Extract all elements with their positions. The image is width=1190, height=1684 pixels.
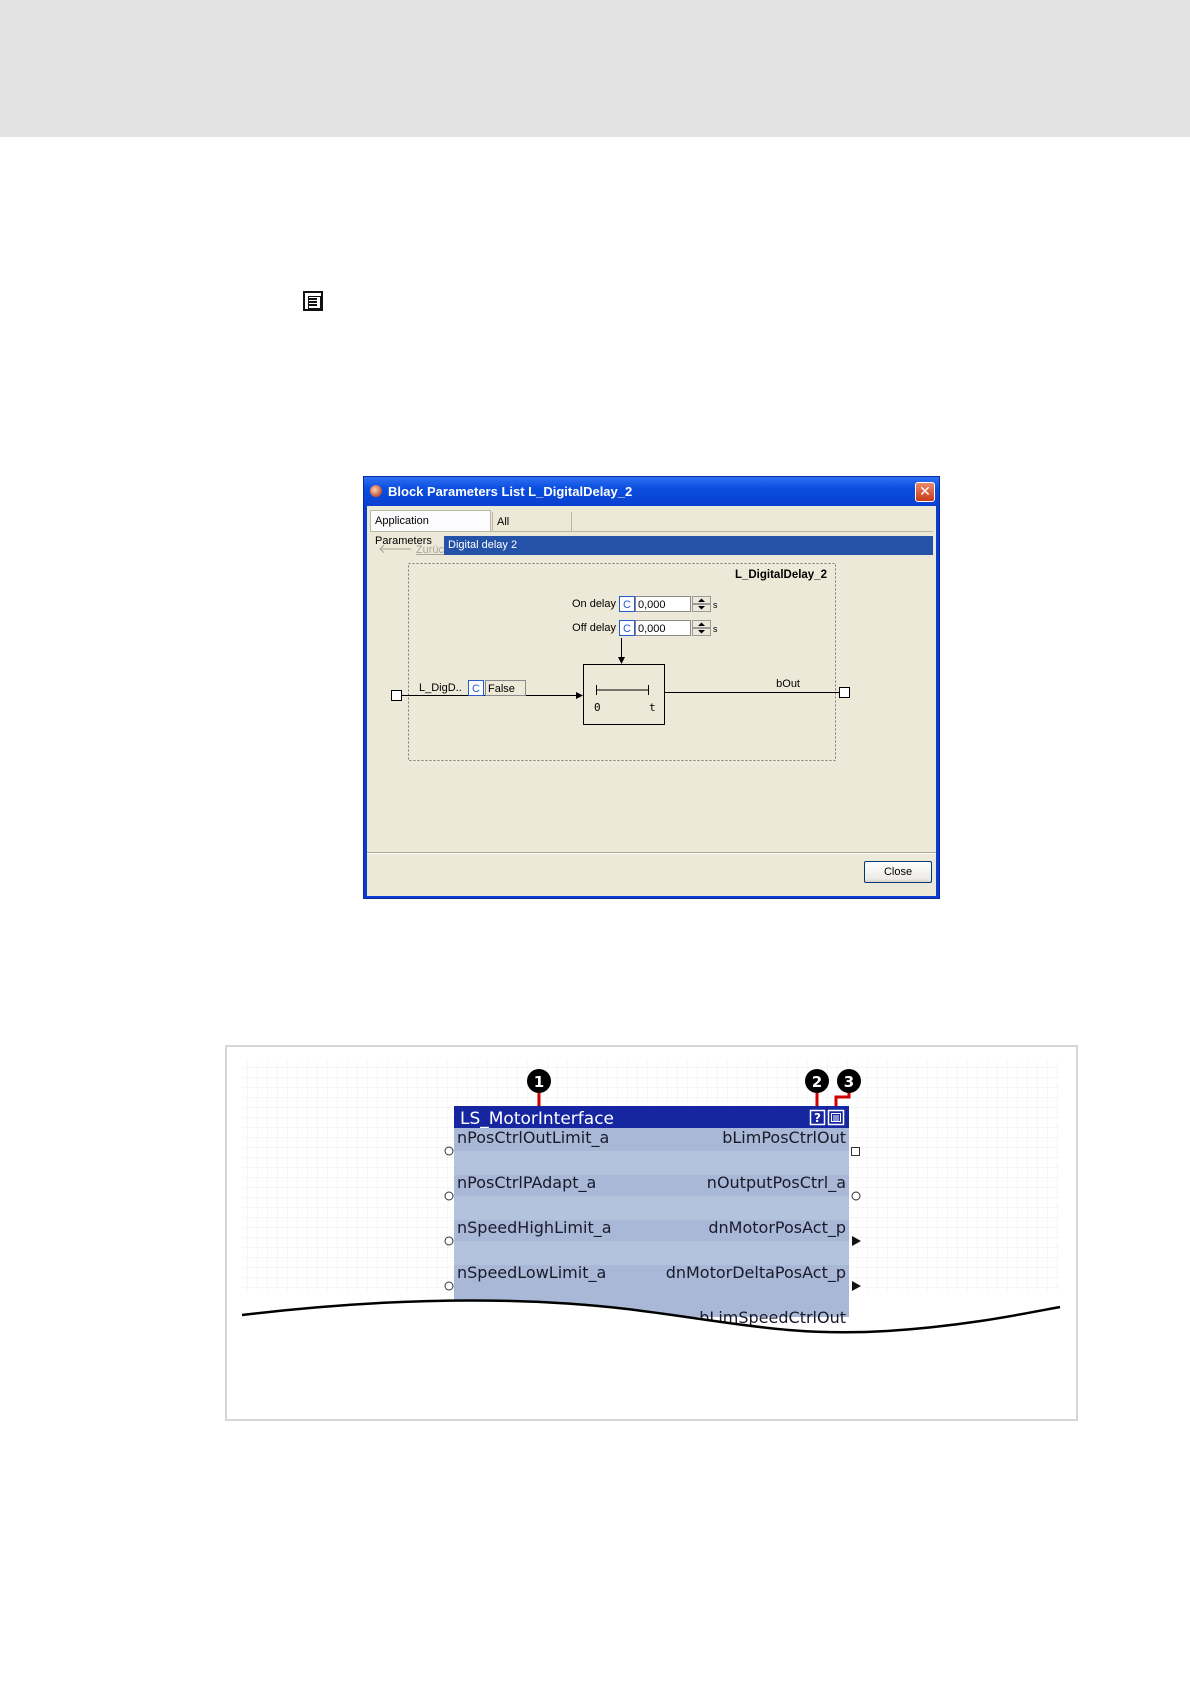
off-delay-value: 0,000 xyxy=(638,623,666,635)
off-delay-input[interactable] xyxy=(635,620,691,636)
fb-output-label: dnMotorPosAct_p xyxy=(708,1218,846,1238)
callout-leader xyxy=(834,1091,851,1106)
block-parameters-dialog: Block Parameters List L_DigitalDelay_2 ✕… xyxy=(363,476,940,899)
fb-title: LS_MotorInterface xyxy=(460,1109,614,1129)
output-pin[interactable] xyxy=(852,1281,861,1291)
back-arrow-icon: 🡐 xyxy=(378,541,413,556)
on-delay-badge-box[interactable] xyxy=(619,596,635,612)
fb-header[interactable] xyxy=(454,1106,849,1128)
block-frame xyxy=(408,563,836,761)
output-port[interactable] xyxy=(839,687,850,698)
input-pin[interactable] xyxy=(444,1146,454,1156)
on-delay-value: 0,000 xyxy=(638,599,666,611)
block-name: L_DigitalDelay_2 xyxy=(735,569,827,581)
spin-down-icon[interactable] xyxy=(692,628,711,636)
input-value-field[interactable] xyxy=(485,680,526,696)
off-delay-unit: s xyxy=(713,624,718,634)
breadcrumb: Digital delay 2 xyxy=(444,536,933,555)
block-diagram: L_DigitalDelay_2 On delay C 0,000 s Off … xyxy=(391,563,850,761)
on-delay-unit: s xyxy=(713,600,718,610)
dialog-titlebar[interactable]: Block Parameters List L_DigitalDelay_2 ✕ xyxy=(364,477,939,506)
fb-output-label: dnMotorDeltaPosAct_p xyxy=(666,1263,846,1283)
timer-block[interactable] xyxy=(583,664,665,725)
input-pin[interactable] xyxy=(444,1236,454,1246)
off-delay-badge-box[interactable] xyxy=(619,620,635,636)
close-button[interactable]: Close xyxy=(864,861,932,883)
help-icon[interactable]: ? xyxy=(809,1109,826,1126)
fb-input-label: nPosCtrlPAdapt_a xyxy=(457,1173,596,1193)
fb-output-label: nOutputPosCtrl_a xyxy=(707,1173,846,1193)
help-glyph: ? xyxy=(814,1111,821,1125)
input-pin[interactable] xyxy=(444,1281,454,1291)
timer-end: t xyxy=(649,701,656,714)
callout-2 xyxy=(805,1069,829,1093)
back-button[interactable]: 🡐Zurück xyxy=(378,541,450,556)
on-delay-badge: C xyxy=(623,599,631,611)
svg-text:1: 1 xyxy=(534,1073,544,1091)
torn-mask xyxy=(227,1300,1060,1419)
page-header-band xyxy=(0,0,1190,137)
output-pin[interactable] xyxy=(851,1191,861,1201)
tab-application-parameters[interactable]: Application Parameters xyxy=(370,510,491,547)
delay-arrowhead xyxy=(618,657,625,664)
on-delay-label: On delay xyxy=(572,598,617,610)
list-icon xyxy=(303,291,323,311)
spin-down-icon[interactable] xyxy=(692,604,711,612)
callout-1 xyxy=(527,1069,551,1093)
dialog-body: Application Parameters All parameters 🡐Z… xyxy=(367,506,936,896)
callout-3 xyxy=(837,1069,861,1093)
timer-start: 0 xyxy=(594,701,601,714)
off-delay-badge: C xyxy=(623,623,631,635)
output-pin[interactable] xyxy=(851,1147,860,1156)
function-block-figure: LS_MotorInterface ? nPosCtrlOutLimit_a n… xyxy=(225,1045,1078,1421)
fb-output-label: bLimSpeedCtrlOut xyxy=(699,1308,846,1327)
fb-input-label: nSpeedHighLimit_a xyxy=(457,1218,612,1238)
input-badge: C xyxy=(472,683,480,695)
output-pin[interactable] xyxy=(852,1236,861,1246)
input-port[interactable] xyxy=(391,690,402,701)
torn-edge xyxy=(241,1299,1061,1334)
input-badge-box[interactable] xyxy=(468,680,484,696)
on-delay-input[interactable] xyxy=(635,596,691,612)
spin-up-icon[interactable] xyxy=(692,620,711,628)
parameter-list-icon[interactable] xyxy=(827,1109,845,1126)
svg-text:2: 2 xyxy=(812,1073,822,1091)
tab-all-parameters[interactable]: All parameters xyxy=(492,512,572,548)
close-icon[interactable]: ✕ xyxy=(915,482,935,502)
spin-up-icon[interactable] xyxy=(692,596,711,604)
input-pin[interactable] xyxy=(444,1191,454,1201)
fb-output-label: bLimPosCtrlOut xyxy=(722,1128,846,1147)
off-delay-label: Off delay xyxy=(572,622,616,634)
input-label: L_DigD.. xyxy=(419,682,462,694)
fb-input-label: nSpeedLowLimit_a xyxy=(457,1263,606,1283)
svg-text:3: 3 xyxy=(844,1073,854,1091)
function-block-canvas: LS_MotorInterface ? nPosCtrlOutLimit_a n… xyxy=(227,1061,1061,1419)
output-label: bOut xyxy=(776,678,800,690)
dialog-title: Block Parameters List L_DigitalDelay_2 xyxy=(388,484,633,499)
app-icon xyxy=(370,485,382,497)
input-value: False xyxy=(488,683,515,695)
fb-input-label: nPosCtrlOutLimit_a xyxy=(457,1128,609,1148)
